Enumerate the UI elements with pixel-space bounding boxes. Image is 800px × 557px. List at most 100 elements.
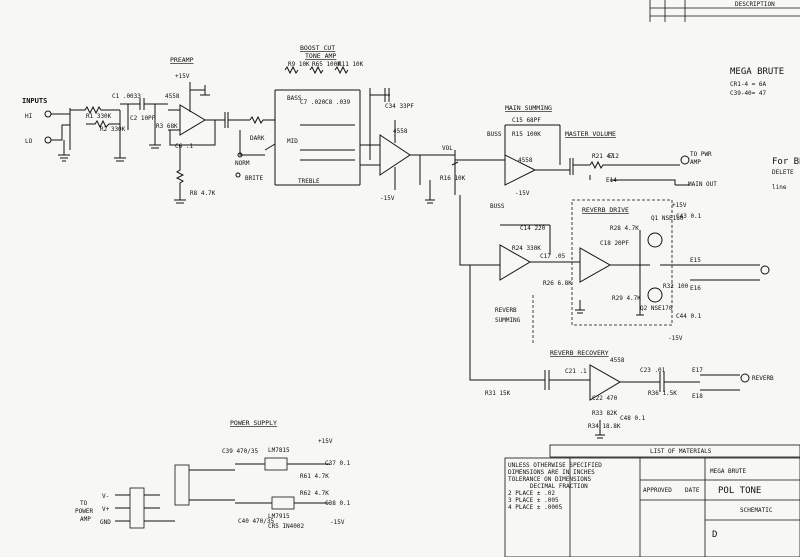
r65-label: R65 100K [312,61,341,68]
r62-label: R62 4.7K [300,490,329,497]
lm7815-regulator [264,457,288,471]
reverb-drive-label: REVERB DRIVE [582,206,629,214]
r8-label: R8 4.7K [190,190,216,197]
norm-switch-label: NORM [235,160,250,167]
hi-jack-icon [44,110,52,118]
list-of-materials: LIST OF MATERIALS [650,448,712,455]
r1-label: R1 330K [86,113,112,120]
c15-label: C15 68PF [512,117,541,124]
pwr-amp-label-1: TO PWR [690,151,712,158]
stamp-line-2: DIMENSIONS ARE IN INCHES [508,469,595,476]
q2-transistor-icon [647,287,663,303]
to-power-amp-3: AMP [80,516,91,523]
e15-label: E15 [690,257,701,264]
c18-label: C18 20PF [600,240,629,247]
cr5-label: CR5 IN4002 [268,523,305,530]
brite-switch-label: BRITE [245,175,263,182]
c22-label: C22 470 [592,395,618,402]
treble-control-label: TREBLE [298,178,320,185]
drawing-size: D [712,530,717,540]
preamp-label: PREAMP [170,56,194,64]
q2-label: Q2 NSE170 [640,305,673,312]
reverb-return-label: REVERB [752,375,774,382]
c40-label: C40 470/35 [238,518,275,525]
c34-label: C34 33PF [385,103,414,110]
project-name-top: MEGA BRUTE [730,67,784,77]
r21-label: R21 47 [592,153,614,160]
c48-label: C48 0.1 [620,415,646,422]
reverb-return-jack-icon [740,373,750,383]
lm7815-label: LM7815 [268,447,290,454]
r3-label: R3 68K [156,123,178,130]
r34-label: R34 18.8K [588,423,621,430]
c2-label: C2 10PF [130,115,156,122]
recovery-ic-label: 4558 [610,357,625,364]
note-right-2: C39-40= 47 [730,90,767,97]
stamp-line-5: 2 PLACE ± .02 [508,490,555,497]
c8-label: C8 .039 [325,99,351,106]
c6-label: C6 .1 [175,143,193,150]
drawing-type: SCHEMATIC [740,507,773,514]
main-summing-label: MAIN SUMMING [505,104,552,112]
main-ic-label: 4558 [518,157,533,164]
preamp-plus15: +15V [175,73,190,80]
c23-label: C23 .01 [640,367,666,374]
main-minus15: -15V [515,190,530,197]
c39-label: C39 470/35 [222,448,259,455]
dark-switch-label: DARK [250,135,265,142]
inputs-label: INPUTS [22,97,47,105]
reverb-summing-label-2: SUMMING [495,317,521,324]
e16-label: E16 [690,285,701,292]
power-connector-2 [174,464,190,506]
pwr-amp-jack-icon [680,155,690,165]
approved-label: APPROVED [643,487,672,494]
e12-label: E12 [608,153,619,160]
stamp-line-6: 3 PLACE ± .005 [508,497,559,504]
power-supply-label: POWER SUPPLY [230,419,277,427]
reverb-summing-label-1: REVERB [495,307,517,314]
tone-amp-opamp [379,134,411,176]
for-note-1: For BR [772,157,800,167]
c21-label: C21 .1 [565,368,587,375]
r36-label: R36 1.5K [648,390,677,397]
reverb-recovery-opamp [589,364,621,401]
to-power-amp-1: TO [80,500,88,507]
c17-label: C17 .05 [540,253,566,260]
lo-jack-icon [44,136,52,144]
note-right-1: CR1-4 = 6A [730,81,767,88]
tone-minus15: -15V [380,195,395,202]
gnd-label: GND [100,519,111,526]
v-plus-label: V+ [102,506,110,513]
hi-label: HI [25,113,33,120]
c43-label: C43 0.1 [676,213,702,220]
stamp-line-4: DECIMAL FRACTION [530,483,588,490]
r33-label: R33 82K [592,410,618,417]
r61-label: R61 4.7K [300,473,329,480]
r2-label: R2 330K [100,126,126,133]
v-minus-label: V- [102,493,109,500]
r32-label: R32 100 [663,283,689,290]
power-connector [129,487,145,529]
drive-plus15: +15V [672,202,687,209]
switch-e3-icon [237,152,243,158]
r29-label: R29 4.7K [612,295,641,302]
main-summing-opamp [504,154,537,186]
bass-control-label: BASS [287,95,302,102]
stamp-line-3: TOLERANCE ON DIMENSIONS [508,476,591,483]
r16-label: R16 10K [440,175,466,182]
main-out-label: MAIN OUT [688,181,717,188]
c37-label: C37 0.1 [325,460,351,467]
for-note-3: line [772,184,787,191]
c7-label: C7 .020 [300,99,326,106]
title-block-header: DESCRIPTION [649,0,800,22]
rev-buss-label: BUSS [490,203,505,210]
r15-label: R15 100K [512,131,541,138]
preamp-opamp [179,104,206,136]
r24-label: R24 330K [512,245,541,252]
preamp-ic-label: 4558 [165,93,180,100]
main-buss-label: BUSS [487,131,502,138]
lm7915-regulator [271,496,295,510]
c38-label: C38 0.1 [325,500,351,507]
